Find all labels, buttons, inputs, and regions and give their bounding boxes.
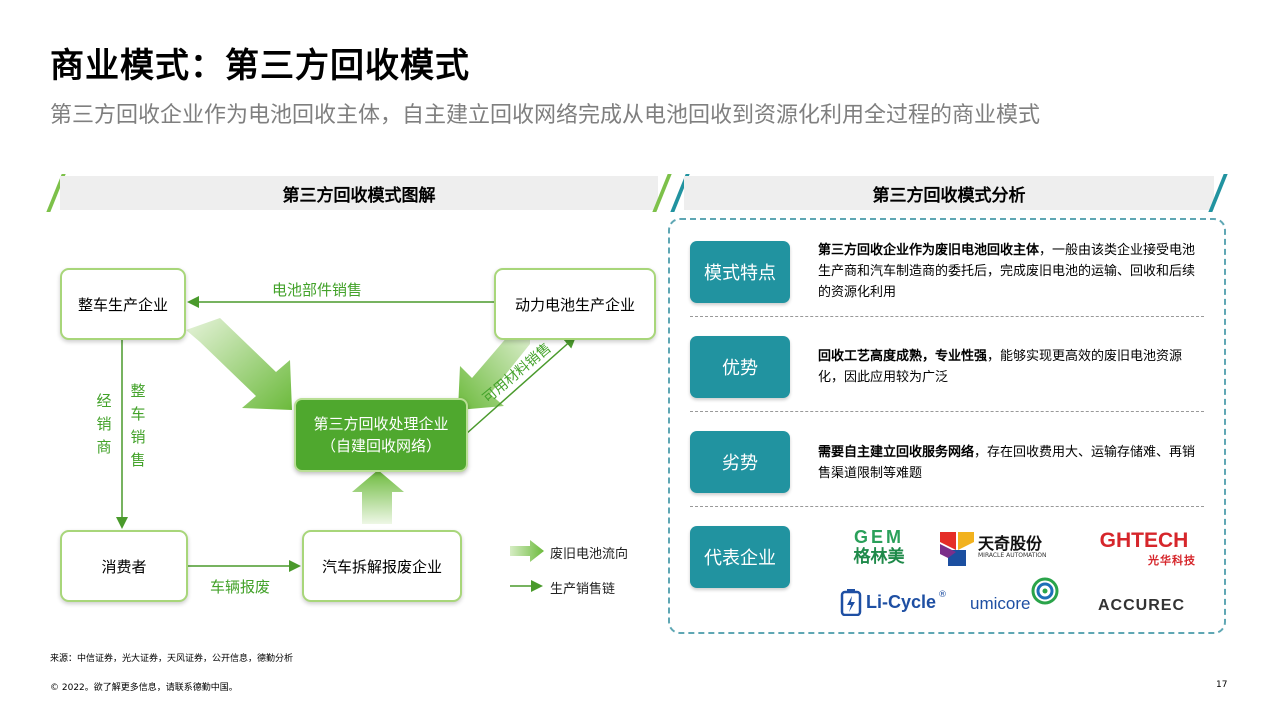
page-number: 17 [1216,680,1228,690]
legend-sales-chain: 生产销售链 [550,582,616,597]
row-label-advantages: 优势 [690,336,790,398]
copyright-note: © 2022。欲了解更多信息，请联系德勤中国。 [50,683,238,693]
logo-umicore-text: umicore [970,594,1031,613]
node-consumer: 消费者 [60,530,188,602]
row-divider [690,506,1204,507]
flow-arrow-vehicle-to-center [186,318,292,410]
label-battery-parts-sales: 电池部件销售 [272,281,363,299]
label-vehicle-sales: 整车销售 [130,382,146,469]
logo-ghtech-cn: 光华科技 [1148,554,1196,567]
logo-accurec: ACCUREC [1098,597,1185,614]
logo-umicore: umicore [970,576,1066,618]
center-node-line1: 第三方回收处理企业 [313,415,449,433]
node-vehicle-maker: 整车生产企业 [60,268,186,340]
row-divider [690,411,1204,412]
source-note: 来源：中信证券，光大证券，天风证券，公开信息，德勤分析 [50,654,294,664]
row-desc-bold: 第三方回收企业作为废旧电池回收主体 [818,243,1040,258]
battery-bolt-icon [840,589,862,616]
legend-waste-flow: 废旧电池流向 [550,547,629,562]
center-node-line2: （自建回收网络） [320,437,441,455]
logo-gem-cn: 格林美 [853,547,905,567]
label-vehicle-scrap: 车辆报废 [210,578,271,596]
tianqi-emblem-icon [940,532,974,566]
label-dealer: 经销商 [96,392,112,456]
logo-ghtech-en: GHTECH [1099,529,1189,552]
row-label-disadvantages: 劣势 [690,431,790,493]
flow-arrow-battery-to-center [458,318,530,410]
umicore-swirl-icon [1031,577,1059,605]
flow-arrow-dismantler-to-center [352,470,404,524]
logo-licycle: Li-Cycle ® [840,588,947,618]
row-label-model-features: 模式特点 [690,241,790,303]
logo-ghtech: GHTECH 光华科技 [1092,530,1196,568]
analysis-panel [668,218,1226,634]
right-section-header: 第三方回收模式分析 [684,176,1214,210]
logo-licycle-text: Li-Cycle [866,592,937,612]
row-divider [690,316,1204,317]
left-section-header: 第三方回收模式图解 [60,176,658,210]
logo-licycle-mark: ® [938,590,947,600]
logo-gem: GEM 格林美 [844,528,914,568]
row-desc-bold: 需要自主建立回收服务网络 [818,445,975,460]
node-dismantler: 汽车拆解报废企业 [302,530,462,602]
arrow-material-sales [465,336,577,435]
row-desc-bold: 回收工艺高度成熟，专业性强 [818,349,988,364]
row-desc-advantages: 回收工艺高度成熟，专业性强，能够实现更高效的废旧电池资源化，因此应用较为广泛 [818,346,1204,388]
node-third-party-recycler: 第三方回收处理企业 （自建回收网络） [294,398,468,472]
legend-flow-icon [510,540,544,562]
logo-tianqi-en: MIRACLE AUTOMATION [978,552,1047,559]
row-desc-text: ，存在回收费用大、运输存储难、再销售渠道限制等难题 [818,445,1196,481]
page-title: 商业模式：第三方回收模式 [50,46,470,86]
logo-gem-en: GEM [853,527,904,547]
row-desc-text: ，一般由该类企业接受电池生产商和汽车制造商的委托后，完成废旧电池的运输、回收和后… [818,243,1196,300]
page-subtitle: 第三方回收企业作为电池回收主体，自主建立回收网络完成从电池回收到资源化利用全过程… [50,103,1041,128]
node-battery-maker: 动力电池生产企业 [494,268,656,340]
row-label-representative-companies: 代表企业 [690,526,790,588]
row-desc-text: ，能够实现更高效的废旧电池资源化，因此应用较为广泛 [818,349,1183,385]
row-desc-disadvantages: 需要自主建立回收服务网络，存在回收费用大、运输存储难、再销售渠道限制等难题 [818,442,1204,484]
logo-tianqi-cn: 天奇股份 [978,534,1043,553]
logo-tianqi: 天奇股份 MIRACLE AUTOMATION [938,528,1072,568]
row-desc-model-features: 第三方回收企业作为废旧电池回收主体，一般由该类企业接受电池生产商和汽车制造商的委… [818,240,1204,303]
